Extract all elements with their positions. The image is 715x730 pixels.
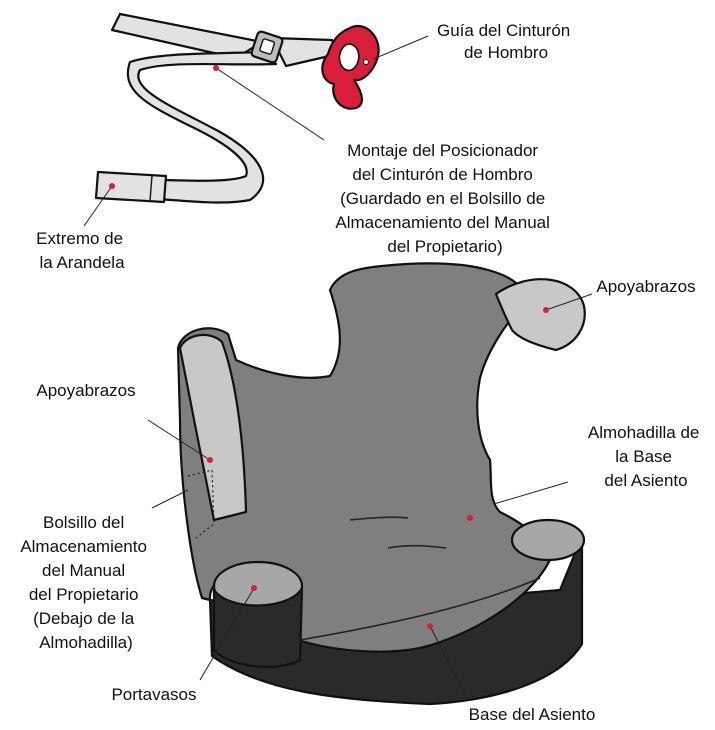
dot-positioner xyxy=(213,65,219,71)
dot-loop-end xyxy=(109,183,115,189)
booster-seat-illustration xyxy=(178,263,585,704)
belt-guide-rivet xyxy=(364,60,369,65)
label-seat-base: Base del Asiento xyxy=(469,705,596,724)
shoulder-belt-positioner-illustration xyxy=(96,14,379,203)
label-seat-pad: Almohadilla de la Base del Asiento xyxy=(588,423,704,490)
strap-upper-segment xyxy=(112,14,262,58)
dot-cupholder xyxy=(251,585,257,591)
leader-seat-pad xyxy=(494,482,568,504)
label-cupholder: Portavasos xyxy=(111,685,196,704)
label-armrest-right: Apoyabrazos xyxy=(596,277,695,296)
dot-armrest-right xyxy=(543,307,549,313)
right-armrest-pad xyxy=(496,279,585,350)
belt-guide-inner-opening xyxy=(339,44,358,70)
dot-armrest-left xyxy=(207,457,213,463)
leader-manual-pocket xyxy=(152,490,188,508)
label-positioner-assembly: Montaje del Posicionador del Cinturón de… xyxy=(335,141,554,256)
dot-seat-base xyxy=(427,623,433,629)
leader-positioner xyxy=(216,68,324,140)
label-loop-end: Extremo de la Arandela xyxy=(36,229,128,272)
dot-belt-guide xyxy=(368,57,374,63)
label-manual-pocket: Bolsillo del Almacenamiento del Manual d… xyxy=(20,513,151,652)
right-cupholder-rim xyxy=(512,520,584,560)
loop-end-tab xyxy=(96,172,166,202)
dot-seat-pad xyxy=(467,515,473,521)
label-armrest-left: Apoyabrazos xyxy=(36,381,135,400)
label-shoulder-belt-guide: Guía del Cinturón de Hombro xyxy=(437,21,575,62)
